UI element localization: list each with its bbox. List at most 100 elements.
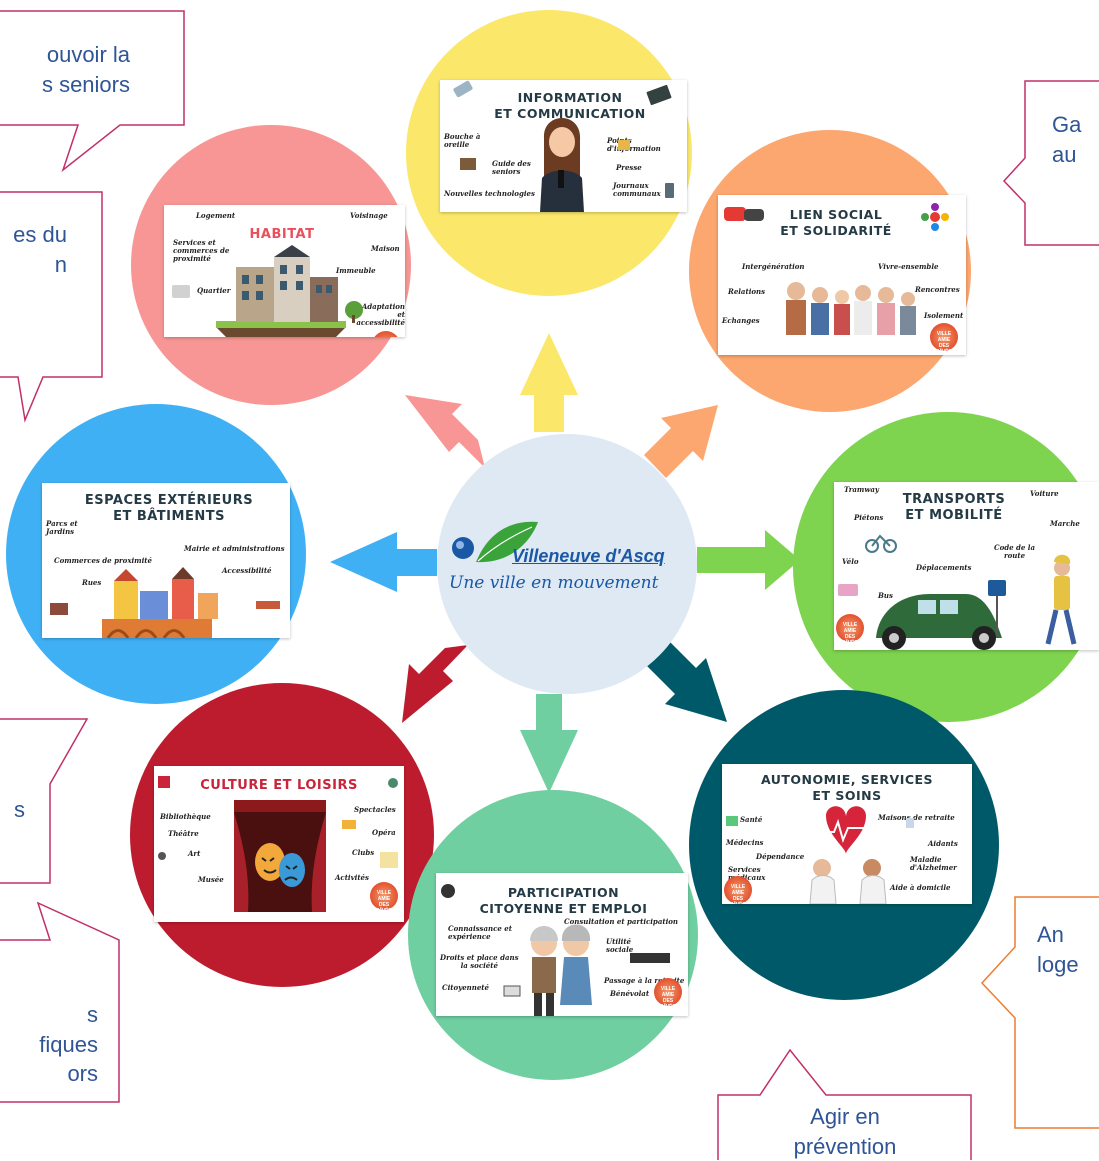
kw: Médecins [726,838,764,847]
bubble-bottom-left: s fiques ors [39,1002,98,1087]
kw: Santé [740,815,763,824]
arrow-up-right [644,405,718,478]
kw: Opéra [372,828,396,837]
kw: Dépendance [756,852,805,861]
card-title-participation: PARTICIPATION CITOYENNE ET EMPLOI [479,885,648,916]
card-culture: CULTURE ET LOISIRS Bibliothèque Spectacl… [154,766,404,922]
arrow-down-left [402,645,468,723]
kw: Musée [198,875,224,884]
slogan: Une ville en mouvement [449,573,659,593]
kw: Mairie et administrations [184,544,285,553]
brand-name: Villeneuve d'Ascq [512,546,665,566]
bubble-top-right: Ga au [1052,112,1082,167]
kw: Bouche à oreille [444,132,481,150]
kw: Quartier [197,286,231,295]
arrow-up [520,333,578,432]
kw: Code de la route [994,543,1036,561]
card-title-espaces: ESPACES EXTÉRIEURS ET BÂTIMENTS [84,493,254,525]
card-habitat: HABITAT Logement Voisinage Services et c… [164,205,405,337]
kw: Déplacements [916,563,972,572]
badge-ville-amie: VILLE AMIE DES AÎNÉS [836,614,864,646]
kw: Citoyenneté [442,983,489,992]
kw: Parcs et Jardins [46,519,78,537]
kw: Aide à domicile [890,883,951,892]
center-circle [437,434,697,694]
kw: Clubs [352,848,375,857]
arrow-down [520,694,578,793]
kw: Logement [196,211,236,220]
kw: Consultation et participation [564,917,679,926]
badge-ville-amie: VILLE AMIE DES AÎNÉS [654,978,682,1010]
bubble-left-low-shape [0,718,89,884]
card-lien-social: LIEN SOCIAL ET SOLIDARITÉ Intergénératio… [718,195,966,355]
arrow-left [330,532,437,592]
kw: Presse [616,163,642,172]
kw: Activités [335,873,369,882]
seniors-illustration [441,884,670,1016]
card-title-culture: CULTURE ET LOISIRS [200,778,358,793]
badge-ville-amie: VILLE AMIE DES AÎNÉS [372,331,400,337]
card-information: INFORMATION ET COMMUNICATION Bouche à or… [440,80,687,212]
kw: Piétons [854,513,884,522]
card-participation: PARTICIPATION CITOYENNE ET EMPLOI Connai… [436,873,688,1016]
kw: Vélo [842,557,859,566]
bubble-top-right-shape [1002,80,1099,246]
kw: Voisinage [350,211,388,220]
kw: Commerces de proximité [54,556,152,565]
kw: Bibliothèque [160,812,211,821]
bubble-bottom-left-shape [0,901,120,1103]
people-illustration [724,203,949,335]
bubble-left-low: s [14,797,25,822]
car-illustration [838,534,1077,650]
bubble-bottom-right: An loge [1037,922,1079,977]
theater-illustration [158,776,398,912]
kw: Intergénération [742,262,805,271]
arrow-right [697,530,800,590]
kw: Nouvelles technologies [444,189,535,198]
badge-ville-amie: VILLE AMIE DES AÎNÉS [370,882,398,914]
town-illustration [50,567,280,638]
bubble-left-mid-shape [0,191,103,423]
bubble-left-mid: es du n [13,222,67,277]
kw: Art [188,849,201,858]
card-title-transports: TRANSPORTS ET MOBILITÉ [902,492,1006,524]
card-espaces: ESPACES EXTÉRIEURS ET BÂTIMENTS Parcs et… [42,483,290,638]
bubble-top-left-shape [0,10,185,173]
kw: Marche [1050,519,1080,528]
kw: Bus [878,591,893,600]
arrow-up-left [405,395,485,468]
kw: Services et commerces de proximité [173,238,230,264]
card-autonomie: AUTONOMIE, SERVICES ET SOINS Santé Maiso… [722,764,972,904]
card-title-autonomie: AUTONOMIE, SERVICES ET SOINS [760,772,934,803]
kw: Isolement [924,311,964,320]
kw: Immeuble [336,266,376,275]
kw: Maisons de retraite [878,813,955,822]
bubble-bottom-center: Agir en prévention [793,1104,897,1159]
presenter-illustration [453,80,674,212]
building-illustration [172,245,363,337]
kw: Guide des seniors [492,159,531,177]
card-title-habitat: HABITAT [249,227,315,242]
kw: Droits et place dans la société [440,953,519,971]
badge-ville-amie: VILLE AMIE DES AÎNÉS [930,323,958,355]
kw: Utilité sociale [606,937,634,955]
kw: Echanges [722,316,760,325]
kw: Maladie d'Alzheimer [910,855,957,873]
kw: Spectacles [354,805,396,814]
kw: Tramway [844,485,879,494]
kw: Services médicaux [728,865,766,883]
kw: Journaux communaux [613,181,661,199]
kw: Maison [371,244,400,253]
kw: Accessibilité [222,566,272,575]
card-title-information: INFORMATION ET COMMUNICATION [494,90,646,121]
kw: Relations [728,287,766,296]
kw: Rencontres [915,285,960,294]
card-title-lien-social: LIEN SOCIAL ET SOLIDARITÉ [780,207,892,238]
kw: Théâtre [168,829,199,838]
bubble-bottom-right-shape [980,896,1099,1129]
doctors-illustration [726,806,914,904]
kw: Adaptation et accessibilité [356,302,405,328]
kw: Aidants [928,839,958,848]
